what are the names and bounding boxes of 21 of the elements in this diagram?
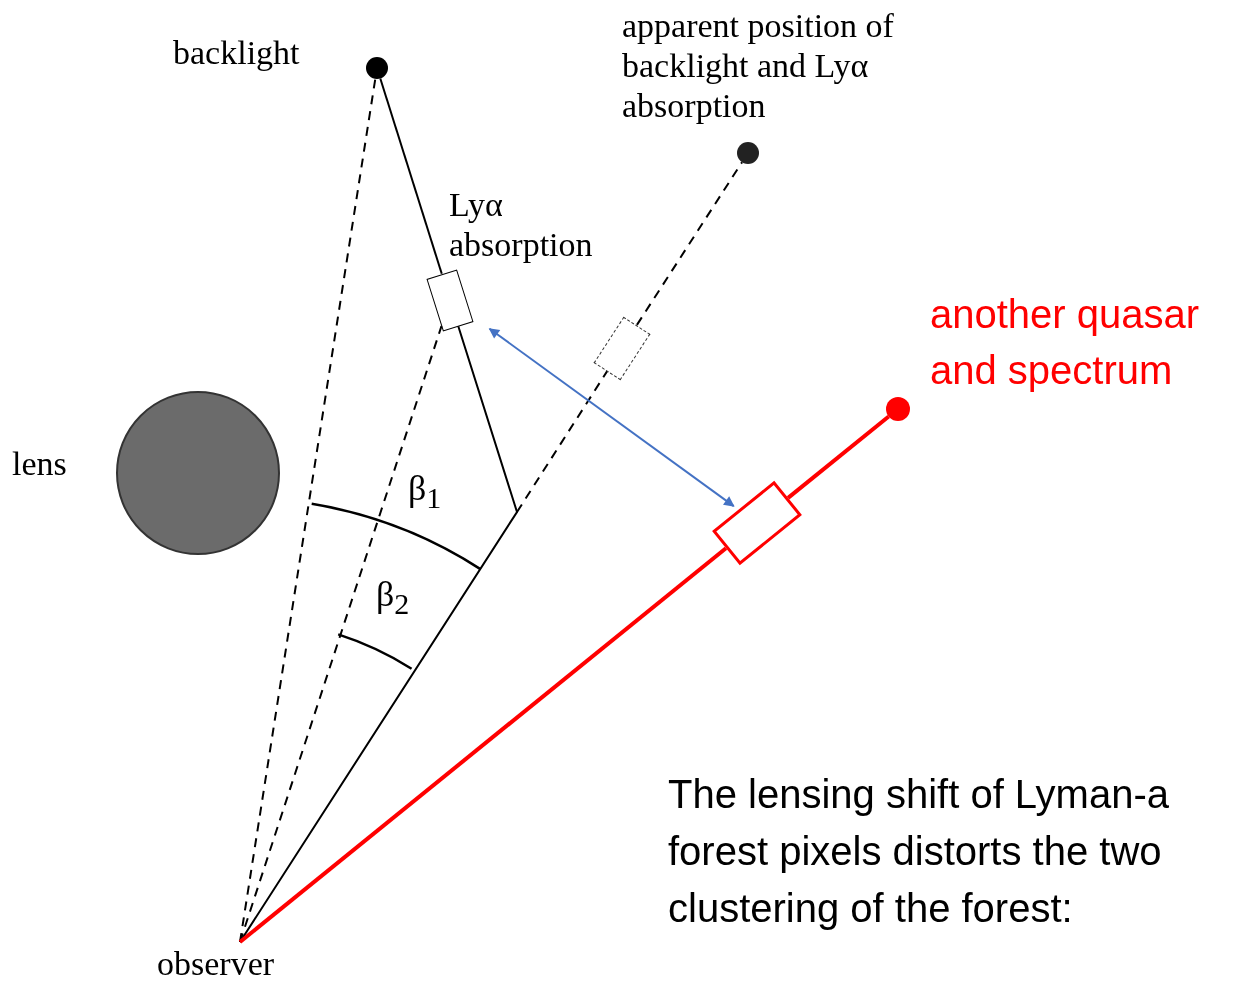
light-ray-line: [786, 415, 890, 500]
node-label: Lyα absorption: [449, 185, 594, 265]
light-ray-line: [516, 370, 609, 513]
point-marker: [886, 397, 910, 421]
angle-label: β$_{2}$: [376, 573, 411, 623]
node-label: another quasar and spectrum: [930, 291, 1201, 394]
node-label: lens: [12, 444, 68, 484]
light-ray-line: [239, 325, 443, 943]
absorption-box: [712, 480, 802, 566]
light-ray-line: [239, 77, 377, 943]
node-label: backlight: [173, 33, 301, 73]
angle-label: β$_{1}$: [408, 467, 443, 517]
caption-text: The lensing shift of Lyman-a forest pixels distorts the two clustering of the forest:: [668, 771, 1170, 932]
node-label: observer: [157, 944, 317, 984]
double-arrow: [488, 327, 735, 508]
light-ray-line: [635, 161, 744, 326]
light-ray-line: [379, 77, 443, 275]
node-label: apparent position of backlight and Lyα absorption: [622, 6, 895, 126]
point-marker: [366, 57, 388, 79]
light-ray-line: [238, 546, 728, 944]
point-marker: [737, 142, 759, 164]
